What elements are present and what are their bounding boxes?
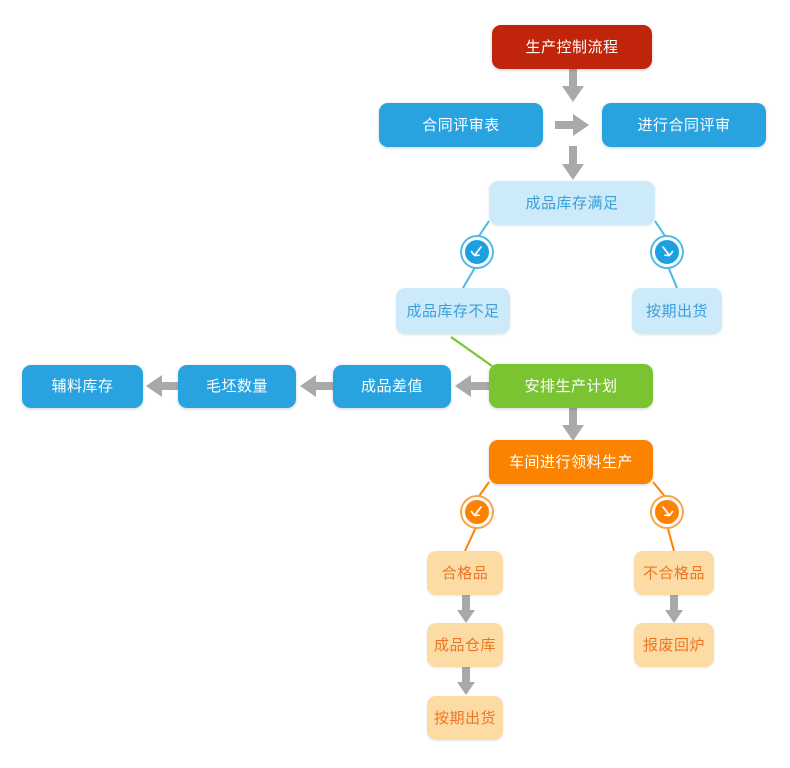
edge-badge-left-to-qualified bbox=[464, 524, 478, 552]
arrow-qualified-to-warehouse bbox=[456, 595, 476, 625]
node-unqualified[interactable]: 不合格品 bbox=[634, 551, 714, 595]
arrow-plan-to-workshop bbox=[561, 407, 585, 443]
arrow-unqualified-to-scrap bbox=[664, 595, 684, 625]
node-workshop-production[interactable]: 车间进行领料生产 bbox=[489, 440, 653, 484]
node-qualified-label: 合格品 bbox=[441, 563, 489, 582]
node-product-difference[interactable]: 成品差值 bbox=[333, 365, 451, 408]
node-ship-final-label: 按期出货 bbox=[433, 708, 496, 727]
node-scrap-remelt[interactable]: 报废回炉 bbox=[634, 623, 714, 667]
node-finished-warehouse-label: 成品仓库 bbox=[433, 635, 496, 654]
node-stock-sufficient[interactable]: 成品库存满足 bbox=[489, 181, 655, 225]
node-stock-sufficient-label: 成品库存满足 bbox=[525, 193, 619, 212]
arrow-down-left-icon[interactable] bbox=[462, 497, 492, 527]
node-stock-insufficient-label: 成品库存不足 bbox=[406, 301, 500, 320]
node-ship-on-time-label: 按期出货 bbox=[645, 301, 708, 320]
arrow-warehouse-to-ship-final bbox=[456, 667, 476, 697]
node-unqualified-label: 不合格品 bbox=[642, 563, 705, 582]
arrow-down-left-icon[interactable] bbox=[462, 237, 492, 267]
arrow-down-left-glyph bbox=[470, 506, 482, 517]
arrow-contract-form-to-contract-rev bbox=[555, 113, 591, 137]
node-production-plan[interactable]: 安排生产计划 bbox=[489, 364, 653, 408]
node-blank-quantity[interactable]: 毛坯数量 bbox=[178, 365, 296, 408]
node-root[interactable]: 生产控制流程 bbox=[492, 25, 652, 69]
node-blank-quantity-label: 毛坯数量 bbox=[205, 377, 268, 395]
node-production-plan-label: 安排生产计划 bbox=[524, 376, 618, 395]
edge-badge-right-to-unqualified bbox=[666, 524, 675, 552]
node-root-label: 生产控制流程 bbox=[525, 37, 619, 56]
edge-badge-right-to-ship bbox=[666, 263, 678, 289]
node-stock-insufficient[interactable]: 成品库存不足 bbox=[396, 288, 510, 334]
node-ship-final[interactable]: 按期出货 bbox=[427, 696, 503, 740]
arrow-down-right-icon[interactable] bbox=[652, 497, 682, 527]
edge-badge-left-to-stock-low bbox=[462, 263, 478, 289]
arrow-diff-to-blank-qty bbox=[298, 374, 334, 398]
node-contract-review[interactable]: 进行合同评审 bbox=[602, 103, 766, 147]
node-auxiliary-stock-label: 辅料库存 bbox=[51, 377, 114, 395]
arrow-contract-form-to-stock-ok bbox=[561, 146, 585, 182]
node-contract-form-label: 合同评审表 bbox=[422, 115, 500, 134]
arrow-down-right-icon[interactable] bbox=[652, 237, 682, 267]
node-workshop-production-label: 车间进行领料生产 bbox=[508, 452, 633, 471]
node-ship-on-time[interactable]: 按期出货 bbox=[632, 288, 722, 334]
arrow-plan-to-diff bbox=[453, 374, 489, 398]
arrow-down-right-glyph bbox=[662, 246, 674, 257]
node-product-difference-label: 成品差值 bbox=[360, 377, 423, 395]
node-scrap-remelt-label: 报废回炉 bbox=[642, 635, 705, 654]
arrow-down-right-glyph bbox=[662, 506, 674, 517]
node-contract-form[interactable]: 合同评审表 bbox=[379, 103, 543, 147]
node-finished-warehouse[interactable]: 成品仓库 bbox=[427, 623, 503, 667]
node-auxiliary-stock[interactable]: 辅料库存 bbox=[22, 365, 143, 408]
arrow-down-left-glyph bbox=[470, 246, 482, 257]
arrow-blank-qty-to-aux-stock bbox=[144, 374, 180, 398]
edge-stock-low-to-plan bbox=[450, 336, 493, 367]
node-qualified[interactable]: 合格品 bbox=[427, 551, 503, 595]
node-contract-review-label: 进行合同评审 bbox=[637, 115, 731, 134]
arrow-root-to-contract-form bbox=[561, 68, 585, 104]
